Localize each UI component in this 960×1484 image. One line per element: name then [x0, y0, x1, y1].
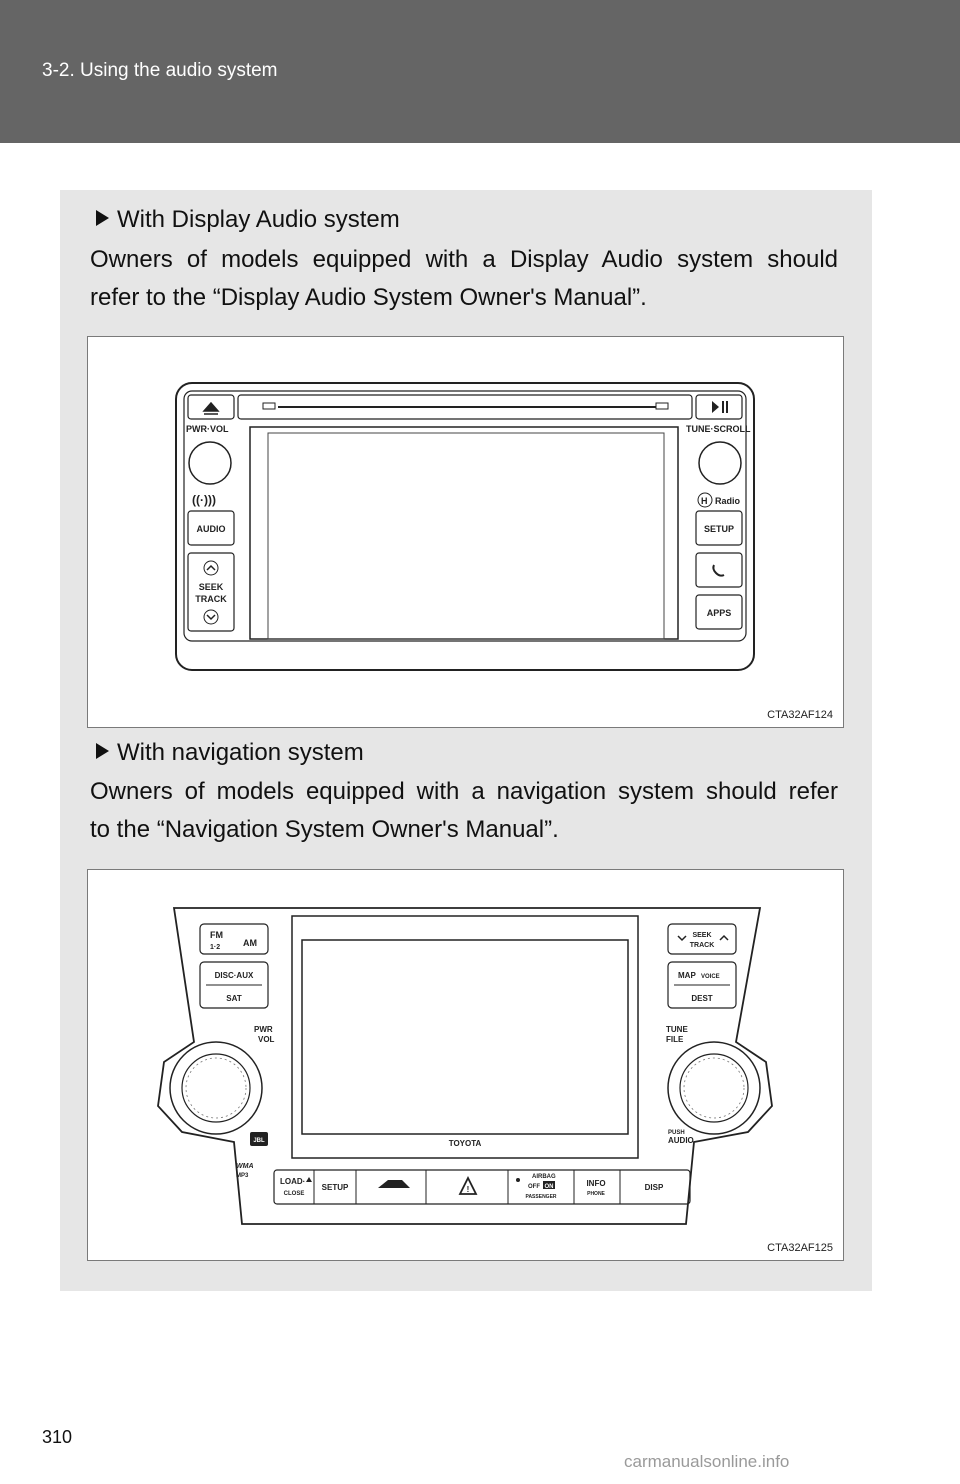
- navigation-heading-text: With navigation system: [117, 739, 364, 766]
- phone-button[interactable]: [695, 552, 743, 588]
- bottom-button-row: [273, 1169, 691, 1205]
- page-header: 3-2. Using the audio system: [0, 0, 960, 143]
- tune-scroll-label: TUNE·SCROLL: [686, 424, 751, 434]
- navigation-line-1: Owners of models equipped with a navigat…: [90, 778, 838, 805]
- map-dest-button[interactable]: [667, 961, 737, 1009]
- fm-sub-label: 1·2: [210, 944, 220, 951]
- fm-am-button[interactable]: [199, 923, 269, 955]
- sat-label: SAT: [226, 994, 242, 1003]
- figure-code-125: CTA32AF125: [767, 1242, 833, 1254]
- am-label: AM: [243, 938, 257, 948]
- figure-code-124: CTA32AF124: [767, 709, 833, 721]
- seek-label: SEEK: [692, 932, 711, 939]
- track-label: TRACK: [690, 942, 715, 949]
- watermark: carmanualsonline.info: [624, 1452, 790, 1471]
- hazard-icon: [458, 1175, 478, 1195]
- track-label: TRACK: [195, 594, 227, 604]
- climate-car-icon: [378, 1180, 410, 1188]
- fm-label: FM: [210, 930, 223, 940]
- navigation-unit-illustration: TOYOTA FM 1·2 AM DISC·AUX SAT SEEK TRACK…: [157, 907, 773, 1225]
- push-label: PUSH: [668, 1130, 685, 1136]
- display-audio-line-2: refer to the “Display Audio System Owner…: [90, 284, 647, 311]
- disc-aux-label: DISC·AUX: [215, 971, 254, 980]
- display-audio-heading-text: With Display Audio system: [117, 206, 400, 233]
- pwr-vol-label: PWR·VOL: [186, 424, 229, 434]
- hd-radio-icon: [697, 492, 713, 508]
- seek-down-icon: [677, 935, 687, 942]
- audio-button-label: AUDIO: [197, 524, 226, 534]
- map-label: MAP: [678, 971, 696, 980]
- file-label: FILE: [666, 1035, 684, 1044]
- close-label: CLOSE: [284, 1191, 305, 1197]
- disp-label: DISP: [645, 1183, 664, 1192]
- vol-label: VOL: [258, 1035, 275, 1044]
- eject-icon: [306, 1177, 312, 1182]
- hd-radio-label: Radio: [715, 496, 741, 506]
- navigation-line-2: to the “Navigation System Owner's Manual…: [90, 816, 559, 843]
- disc-aux-sat-button[interactable]: [199, 961, 269, 1009]
- disc-slot: [237, 394, 693, 420]
- nav-screen: [301, 939, 629, 1135]
- eject-icon: [202, 401, 220, 415]
- jbl-logo-icon: [250, 1132, 268, 1146]
- seek-track-button[interactable]: [187, 552, 235, 632]
- play-pause-icon: [712, 401, 719, 413]
- tune-scroll-knob[interactable]: [698, 441, 742, 485]
- play-pause-button[interactable]: [695, 394, 743, 420]
- phone-icon: [712, 564, 725, 577]
- audio-label: AUDIO: [668, 1136, 694, 1145]
- toyota-label: TOYOTA: [449, 1139, 482, 1148]
- seek-up-icon: [719, 934, 729, 941]
- svg-text:!: !: [467, 1185, 470, 1194]
- pwr-vol-knob[interactable]: [188, 441, 232, 485]
- apps-button[interactable]: [695, 594, 743, 630]
- setup-button-label: SETUP: [704, 524, 734, 534]
- setup-button[interactable]: [695, 510, 743, 546]
- panel-outline: [157, 907, 773, 1225]
- setup-label: SETUP: [322, 1183, 349, 1192]
- display-audio-line-1: Owners of models equipped with a Display…: [90, 246, 838, 273]
- seek-track-button[interactable]: [667, 923, 737, 955]
- mp3-label: MP3: [236, 1173, 249, 1179]
- airbag-off-label: OFF: [528, 1184, 540, 1190]
- page-number: 310: [42, 1427, 73, 1447]
- pwr-vol-knob[interactable]: [169, 1041, 263, 1135]
- wma-label: WMA: [236, 1163, 254, 1170]
- audio-button[interactable]: [187, 510, 235, 546]
- navigation-figure: TOYOTA FM 1·2 AM DISC·AUX SAT SEEK TRACK…: [87, 869, 844, 1261]
- info-label: INFO: [586, 1179, 605, 1188]
- pwr-label: PWR: [254, 1025, 273, 1034]
- passenger-seat-icon: [516, 1178, 520, 1182]
- airbag-on-label: ON: [545, 1184, 554, 1190]
- tune-file-knob[interactable]: [667, 1041, 761, 1135]
- eject-button[interactable]: [187, 394, 235, 420]
- load-label: LOAD·: [280, 1177, 305, 1186]
- dest-label: DEST: [691, 994, 712, 1003]
- triangle-bullet-icon: [96, 210, 109, 226]
- navigation-paragraph: Owners of models equipped with a navigat…: [90, 773, 838, 849]
- jbl-label: JBL: [253, 1138, 265, 1144]
- passenger-label: PASSENGER: [525, 1194, 556, 1200]
- seek-down-icon: [203, 609, 219, 625]
- seek-label: SEEK: [199, 582, 224, 592]
- hd-letter: H: [701, 496, 708, 506]
- phone-label: PHONE: [587, 1191, 605, 1197]
- section-title: 3-2. Using the audio system: [42, 60, 278, 81]
- nav-screen-bezel: [291, 915, 639, 1159]
- navigation-heading: With navigation system: [96, 739, 364, 767]
- apps-button-label: APPS: [707, 608, 732, 618]
- display-audio-unit-illustration: PWR·VOL ((·))) AUDIO SEEK TRACK TUNE·SCR…: [175, 382, 755, 671]
- display-audio-figure: PWR·VOL ((·))) AUDIO SEEK TRACK TUNE·SCR…: [87, 336, 844, 728]
- display-audio-paragraph: Owners of models equipped with a Display…: [90, 241, 838, 317]
- display-audio-heading: With Display Audio system: [96, 206, 400, 234]
- triangle-bullet-icon: [96, 743, 109, 759]
- tune-label: TUNE: [666, 1025, 688, 1034]
- seek-up-icon: [203, 560, 219, 576]
- airbag-label: AIRBAG: [532, 1174, 556, 1180]
- sirius-xm-logo-icon: ((·))): [192, 493, 216, 507]
- voice-label: VOICE: [701, 974, 720, 980]
